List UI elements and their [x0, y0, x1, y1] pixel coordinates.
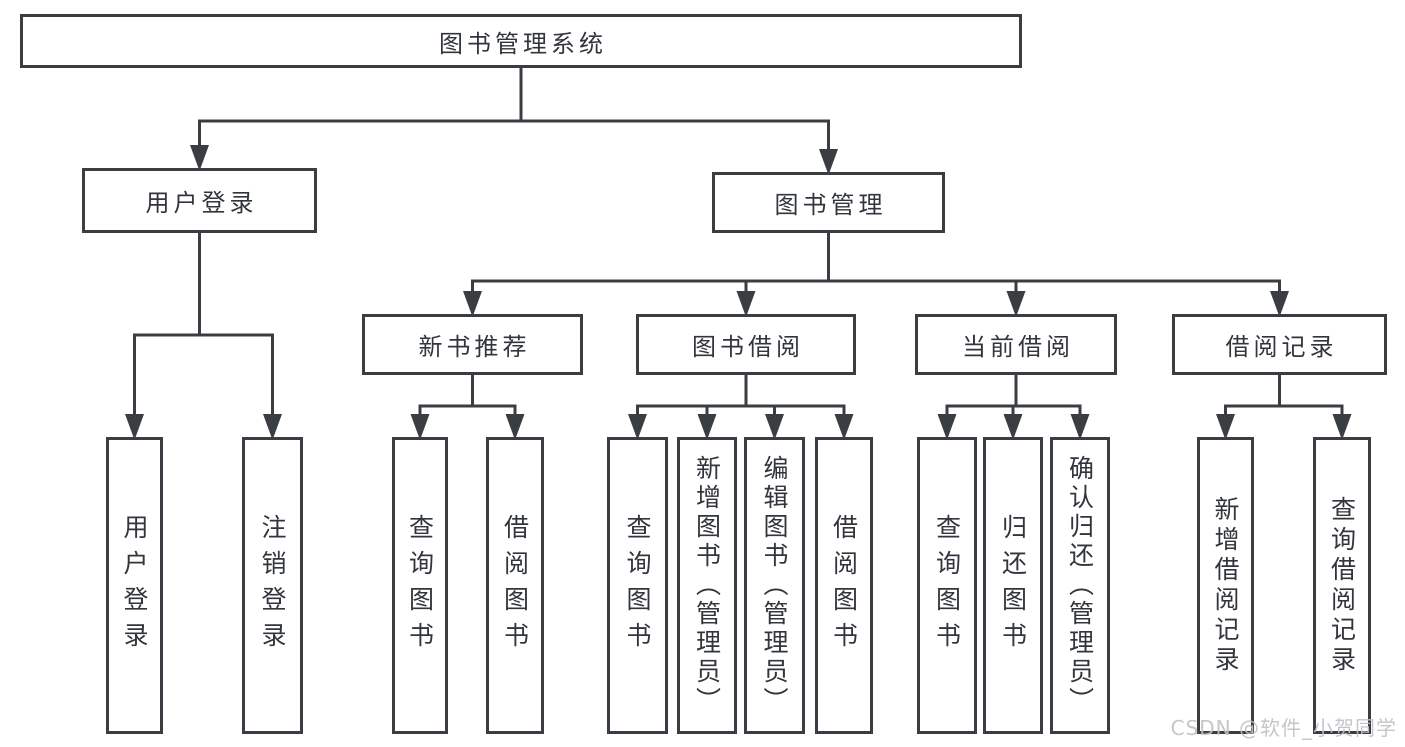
node-logout-action: 注销登录 — [242, 437, 303, 734]
node-current-borrow: 当前借阅 — [915, 314, 1117, 375]
node-label-bb-edit-books-admin: 编辑图书（管理员） — [760, 455, 789, 716]
node-nb-borrow-books: 借阅图书 — [486, 437, 544, 734]
node-label-br-add-record: 新增借阅记录 — [1211, 495, 1240, 676]
node-login-action: 用户登录 — [106, 437, 163, 734]
watermark-text: CSDN @软件_小贺同学 — [1170, 716, 1397, 740]
node-label-cb-query-books: 查询图书 — [932, 513, 962, 658]
node-label-new-book-recommend: 新书推荐 — [418, 333, 531, 361]
node-cb-query-books: 查询图书 — [917, 437, 977, 734]
node-label-bb-add-books-admin: 新增图书（管理员） — [692, 455, 722, 716]
node-new-book-recommend: 新书推荐 — [362, 314, 583, 375]
node-label-cb-return-books: 归还图书 — [998, 513, 1028, 658]
node-label-login-action: 用户登录 — [120, 513, 149, 658]
node-root-system: 图书管理系统 — [20, 14, 1022, 68]
node-label-book-borrow: 图书借阅 — [692, 333, 804, 361]
node-cb-return-books: 归还图书 — [983, 437, 1043, 734]
node-label-logout-action: 注销登录 — [258, 513, 287, 658]
node-label-current-borrow: 当前借阅 — [962, 333, 1074, 361]
node-label-user-login: 用户登录 — [145, 189, 258, 217]
node-bb-borrow-books: 借阅图书 — [815, 437, 873, 734]
node-user-login: 用户登录 — [82, 168, 317, 233]
node-label-br-query-record: 查询借阅记录 — [1327, 495, 1357, 676]
node-bb-edit-books-admin: 编辑图书（管理员） — [744, 437, 805, 734]
node-bb-add-books-admin: 新增图书（管理员） — [677, 437, 737, 734]
node-bb-query-books: 查询图书 — [607, 437, 668, 734]
node-nb-query-books: 查询图书 — [392, 437, 448, 734]
node-book-borrow: 图书借阅 — [636, 314, 856, 375]
node-label-nb-query-books: 查询图书 — [405, 513, 435, 658]
node-label-root-system: 图书管理系统 — [439, 29, 607, 58]
node-label-bb-borrow-books: 借阅图书 — [829, 513, 859, 658]
node-label-nb-borrow-books: 借阅图书 — [500, 513, 530, 658]
node-label-book-management: 图书管理 — [774, 191, 887, 219]
node-label-borrow-records: 借阅记录 — [1225, 333, 1338, 361]
node-label-cb-confirm-return-admin: 确认归还（管理员） — [1065, 455, 1095, 716]
node-borrow-records: 借阅记录 — [1172, 314, 1387, 375]
node-br-add-record: 新增借阅记录 — [1197, 437, 1254, 734]
node-br-query-record: 查询借阅记录 — [1313, 437, 1371, 734]
node-cb-confirm-return-admin: 确认归还（管理员） — [1050, 437, 1110, 734]
node-book-management: 图书管理 — [712, 172, 945, 233]
node-label-bb-query-books: 查询图书 — [623, 513, 652, 658]
